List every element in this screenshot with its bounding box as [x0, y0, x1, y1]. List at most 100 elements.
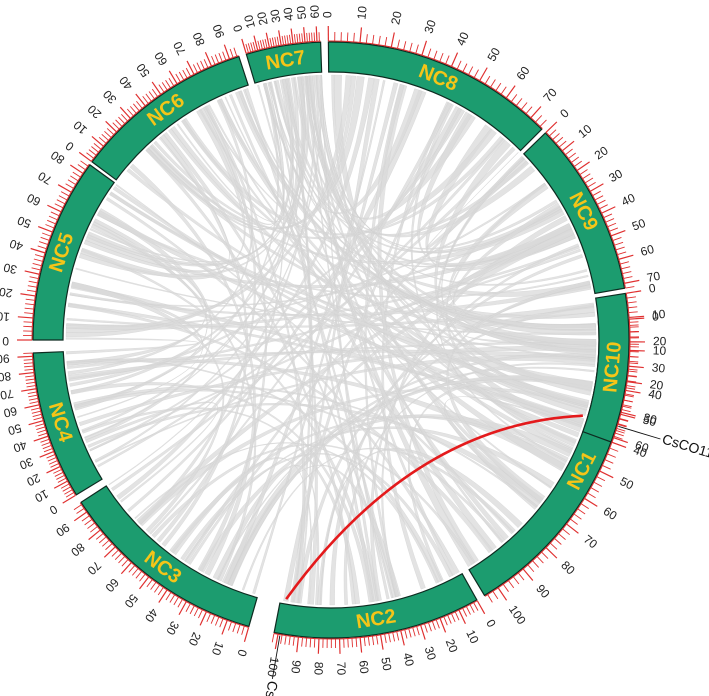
highlighted-links	[285, 414, 583, 600]
minor-tick	[288, 34, 292, 44]
synteny-ribbon	[67, 303, 494, 554]
tick-label: 40	[400, 651, 417, 668]
minor-tick	[617, 251, 627, 255]
major-tick	[629, 315, 645, 319]
minor-tick	[90, 526, 98, 533]
minor-tick	[408, 628, 412, 638]
minor-tick	[577, 508, 586, 515]
tick-label: 20	[649, 377, 664, 393]
minor-tick	[84, 519, 93, 526]
tick-label: 90	[0, 351, 10, 366]
minor-tick	[605, 218, 615, 223]
tick-label: 30	[2, 260, 18, 277]
tick-label: 40	[647, 387, 663, 403]
minor-tick	[177, 599, 183, 608]
minor-tick	[241, 626, 245, 635]
minor-tick	[157, 587, 164, 596]
tick-label: 50	[294, 5, 309, 20]
minor-tick	[93, 143, 102, 150]
major-tick	[204, 51, 212, 67]
synteny-ribbon	[319, 75, 558, 250]
tick-label: 80	[0, 369, 12, 384]
minor-tick	[392, 632, 396, 642]
minor-tick	[614, 241, 624, 246]
minor-tick	[296, 33, 299, 43]
minor-tick	[351, 638, 354, 648]
minor-tick	[23, 359, 33, 361]
minor-tick	[35, 423, 45, 427]
tick-label: 60	[2, 404, 18, 421]
minor-tick	[101, 133, 109, 141]
major-tick	[221, 620, 228, 635]
minor-tick	[271, 633, 275, 643]
minor-tick	[628, 370, 638, 373]
minor-tick	[527, 564, 535, 573]
minor-tick	[151, 88, 158, 97]
tick-label: 50	[133, 61, 152, 80]
minor-tick	[384, 36, 388, 47]
tick-label: 10	[575, 121, 594, 140]
major-tick	[303, 27, 306, 43]
minor-tick	[132, 103, 140, 111]
minor-tick	[218, 52, 223, 62]
chromosome-band	[522, 132, 626, 295]
minor-tick	[245, 43, 249, 53]
minor-tick	[623, 399, 633, 403]
minor-tick	[454, 611, 460, 621]
synteny-ribbon	[426, 152, 529, 249]
major-tick	[620, 411, 636, 417]
minor-tick	[428, 622, 432, 632]
minor-tick	[81, 515, 90, 522]
major-tick	[601, 206, 616, 214]
minor-tick	[629, 362, 639, 365]
minor-tick	[500, 86, 507, 95]
major-tick	[62, 494, 76, 504]
synteny-ribbon	[74, 83, 279, 411]
minor-tick	[206, 613, 211, 623]
synteny-ribbon	[241, 448, 516, 591]
minor-tick	[29, 276, 39, 279]
minor-tick	[415, 44, 419, 54]
minor-tick	[443, 616, 448, 626]
minor-tick	[592, 190, 601, 196]
minor-tick	[104, 131, 112, 138]
tick-label: 20	[24, 471, 42, 489]
minor-tick	[60, 483, 70, 489]
minor-tick	[23, 362, 33, 364]
minor-tick	[142, 96, 149, 104]
minor-tick	[427, 48, 432, 58]
tick-baseline	[273, 600, 478, 640]
minor-tick	[192, 64, 198, 73]
minor-tick	[603, 213, 613, 219]
minor-tick	[492, 591, 499, 600]
tick-label: 20	[592, 143, 611, 162]
minor-tick	[146, 579, 153, 588]
major-tick	[421, 40, 428, 56]
minor-tick	[462, 608, 468, 617]
minor-tick	[571, 156, 580, 163]
major-tick	[265, 32, 270, 48]
major-tick	[278, 30, 282, 46]
minor-tick	[98, 536, 107, 544]
major-tick	[168, 70, 178, 85]
tick-baseline	[79, 502, 249, 628]
tick-label: 90	[533, 582, 553, 601]
synteny-ribbon	[108, 77, 375, 486]
minor-tick	[24, 368, 34, 371]
minor-tick	[306, 32, 308, 42]
minor-tick	[568, 152, 576, 159]
tick-label: 20	[254, 10, 271, 26]
major-tick	[158, 589, 168, 603]
minor-tick	[599, 204, 608, 210]
major-tick	[479, 67, 488, 81]
minor-tick	[27, 391, 37, 394]
tick-label: 90	[53, 520, 72, 539]
tick-label: 60	[633, 438, 650, 456]
major-tick	[24, 270, 40, 275]
gene-label: CsCO11	[660, 431, 709, 462]
minor-tick	[508, 580, 515, 589]
synteny-ribbon	[364, 83, 405, 598]
minor-tick	[311, 32, 313, 42]
minor-tick	[615, 246, 625, 251]
